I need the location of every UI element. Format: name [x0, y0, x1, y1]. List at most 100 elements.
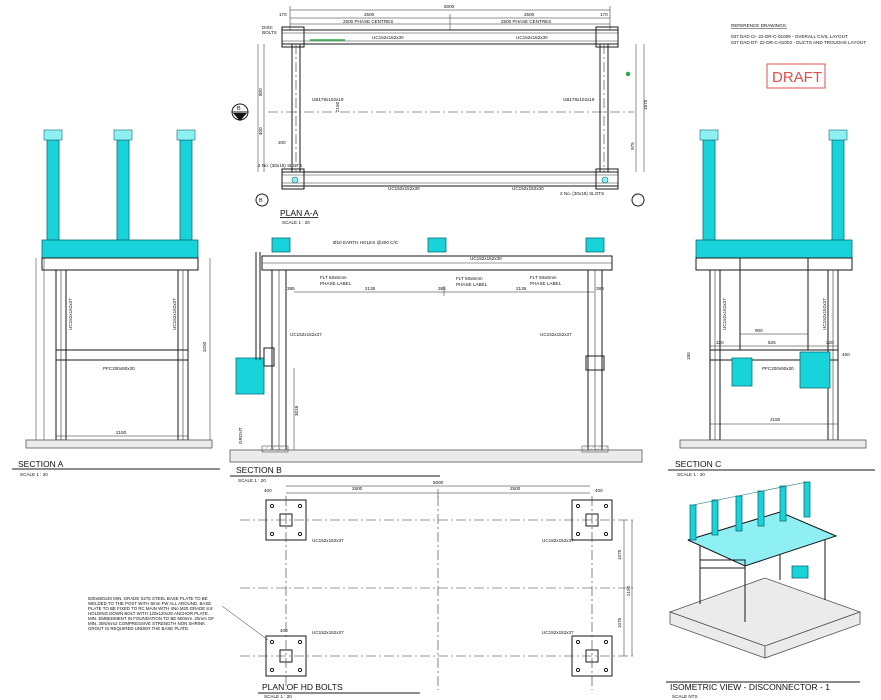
section-b-scale: SCALE 1 : 20	[238, 478, 266, 483]
section-b-title: SECTION B	[236, 465, 282, 475]
plan-hd-note-line: GROUT IS REQUIRED UNDER THE BASE PLATE.	[88, 626, 189, 631]
section-c-dim-side: 180	[686, 352, 691, 360]
plan-hd-dim-left: 2500	[352, 486, 363, 491]
plan-hd-note-line: MIN. 30N/mm2 COMPRESSIVE STRENGTH NON SH…	[88, 621, 205, 626]
section-b-dim-height: 3016	[294, 405, 299, 416]
section-c-post-left: UC152x152x37	[722, 298, 727, 330]
section-b-earth-holes: Ø10 EARTH HOLES @200 C/C	[333, 240, 399, 245]
plan-aa-dim-left-lower: 400	[258, 127, 263, 135]
plan-aa-phase-right: 2500 PHASE CENTRES	[501, 19, 551, 24]
plan-aa-dim-left: 2500	[364, 12, 375, 17]
plan-aa-slots-right: 2 No. (30x18) SLOTS	[560, 191, 604, 196]
section-c-insulators	[699, 129, 848, 241]
section-b-dim-small-a: 385	[287, 286, 295, 291]
isometric-view: ISOMETRIC VIEW - DISCONNECTOR - 1 SCALE …	[666, 481, 862, 699]
section-b-view: Ø10 EARTH HOLES @200 C/C UC152x152x30 FL…	[229, 237, 643, 483]
section-b-label-2: FLT 50x6mm	[456, 276, 483, 281]
plan-hd-dim-v1: 1075	[617, 549, 622, 560]
section-a-post-right: UC152x152x37	[172, 298, 177, 330]
section-c-dim-e: 450	[842, 352, 850, 357]
plan-hd-label-br: UC152x152x37	[542, 630, 574, 635]
section-c-dim-d: 320	[826, 340, 834, 345]
plan-hd-dim-v2: 2150	[626, 585, 631, 596]
section-marker-b-bottom: B	[255, 193, 645, 207]
plan-aa-dim-right-small: 975	[630, 142, 635, 150]
section-b-label-1: FLT 50x6mm	[320, 275, 347, 280]
isometric-title: ISOMETRIC VIEW - DISCONNECTOR - 1	[670, 682, 830, 692]
plan-aa-dim-small-right: 170	[600, 12, 608, 17]
section-b-label-3: FLT 50x6mm	[530, 275, 557, 280]
plan-hd-dim-bolt: 400	[280, 628, 288, 633]
plan-aa-dim-depth-right: 1875	[643, 99, 648, 110]
plan-hd-bolts-view: 5000 2500 2500 400 400	[88, 480, 636, 699]
plan-aa-top-beam-right: UC152x152x30	[516, 35, 548, 40]
plan-hd-note-line: 500x500x30 MIN. GRADE S275 STEEL BASE PL…	[88, 596, 208, 601]
plan-aa-top-beam-left: UC152x152x30	[372, 35, 404, 40]
section-b-label-3b: PHASE LABEL	[530, 281, 562, 286]
plan-hd-label-bl: UC152x152x37	[312, 630, 344, 635]
plan-hd-title: PLAN OF HD BOLTS	[262, 682, 343, 692]
plan-aa-bottom-beam-left: UC152x152x30	[388, 186, 420, 191]
reference-item-1: 037 DAD CI- 22-DR-C-01009 - OVERALL CIVI…	[731, 34, 848, 39]
section-c-brace: PFC200x90x30	[762, 366, 794, 371]
section-b-label-1b: PHASE LABEL	[320, 281, 352, 286]
plan-hd-note-line: HOLDING DOWN BOLT WITH 120x120x20 ANCHOR…	[88, 611, 209, 616]
plan-aa-phase-left: 2500 PHASE CENTRES	[343, 19, 393, 24]
plan-aa-side-left: UB178x102x19	[312, 97, 344, 102]
section-b-post-left: UC152x152x37	[290, 332, 322, 337]
plan-aa-dim-overall: 5000	[444, 4, 455, 9]
plan-aa-scale: SCALE 1 : 20	[282, 220, 310, 225]
plan-hd-label-tr: UC152x152x37	[542, 538, 574, 543]
plan-hd-scale: SCALE 1 : 20	[264, 694, 292, 699]
plan-hd-dim-overall: 5000	[433, 480, 444, 485]
plan-aa-view: 5000 2500 2500 2500 PHASE CENTRES 2500 P…	[231, 4, 648, 225]
reference-drawings-block: REFERENCE DRAWINGS: 037 DAD CI- 22-DR-C-…	[731, 23, 866, 45]
plan-hd-dim-right: 2500	[510, 486, 521, 491]
section-b-dim-right: 2135	[516, 286, 527, 291]
section-b-dim-small-c: 380	[596, 286, 604, 291]
plan-aa-dim-depth: 2150	[335, 101, 340, 112]
plan-aa-marker-bottom: B	[259, 198, 263, 204]
section-c-title: SECTION C	[675, 459, 721, 469]
plan-hd-label-tl: UC152x152x37	[312, 538, 344, 543]
plan-aa-bolts-label: BOLTS	[262, 30, 277, 35]
section-b-dim-small-b: 385	[438, 286, 446, 291]
section-c-dim-c: 525	[768, 340, 776, 345]
plan-hd-note-line: PLATE TO BE FIXED TO RC MAIN WITH 4No M2…	[88, 606, 213, 611]
plan-aa-dim-small-left: 170	[279, 12, 287, 17]
section-b-label-2b: PHASE LABEL	[456, 282, 488, 287]
section-marker-b-top: B	[231, 103, 249, 121]
section-a-dim-height: 3250	[202, 341, 207, 352]
section-b-grout: GROUT	[238, 427, 243, 444]
section-a-brace: PFC200x90x30	[103, 366, 135, 371]
plan-aa-dim-left-upper: 800	[258, 88, 263, 96]
section-a-view: UC152x152x37 UC152x152x37 PFC200x90x30 3…	[12, 129, 220, 477]
section-a-dim-width: 2150	[116, 430, 127, 435]
plan-aa-bottom-beam-right: UC152x152x30	[512, 186, 544, 191]
plan-aa-dim-left-small: 200	[278, 140, 286, 145]
section-c-dim-a: 900	[755, 328, 763, 333]
section-a-scale: SCALE 1 : 20	[20, 472, 48, 477]
plan-hd-dim-small-left: 400	[264, 488, 272, 493]
plan-hd-note: 500x500x30 MIN. GRADE S275 STEEL BASE PL…	[88, 596, 269, 641]
plan-aa-disc-label: DISC	[262, 25, 274, 30]
plan-hd-dim-v3: 1075	[617, 617, 622, 628]
plan-aa-dim-right: 2500	[524, 12, 535, 17]
section-c-scale: SCALE 1 : 20	[677, 472, 705, 477]
section-a-title: SECTION A	[18, 459, 64, 469]
plan-hd-note-line: MIN. EMBEDMENT IN FOUNDATION TO BE 600mm…	[88, 616, 214, 621]
plan-aa-slots-left: 2 No. (30x18) SLOTS	[258, 163, 302, 168]
section-c-dim-width: 2150	[770, 417, 781, 422]
section-c-view: UC152x152x37 UC152x152x37 900 320 525 32…	[668, 129, 875, 477]
plan-aa-title: PLAN A-A	[280, 208, 319, 218]
section-a-post-left: UC152x152x37	[68, 298, 73, 330]
section-b-post-right: UC152x152x37	[540, 332, 572, 337]
section-c-post-right: UC152x152x37	[822, 298, 827, 330]
section-b-beam: UC152x152x30	[470, 256, 502, 261]
plan-hd-note-line: WELDED TO THE POST WITH 8mm FW ALL AROUN…	[88, 601, 211, 606]
plan-aa-marker-top: B	[237, 106, 241, 112]
draft-stamp-text: DRAFT	[772, 69, 822, 86]
plan-aa-side-right: UB178x102x19	[563, 97, 595, 102]
draft-stamp: DRAFT	[766, 63, 826, 89]
